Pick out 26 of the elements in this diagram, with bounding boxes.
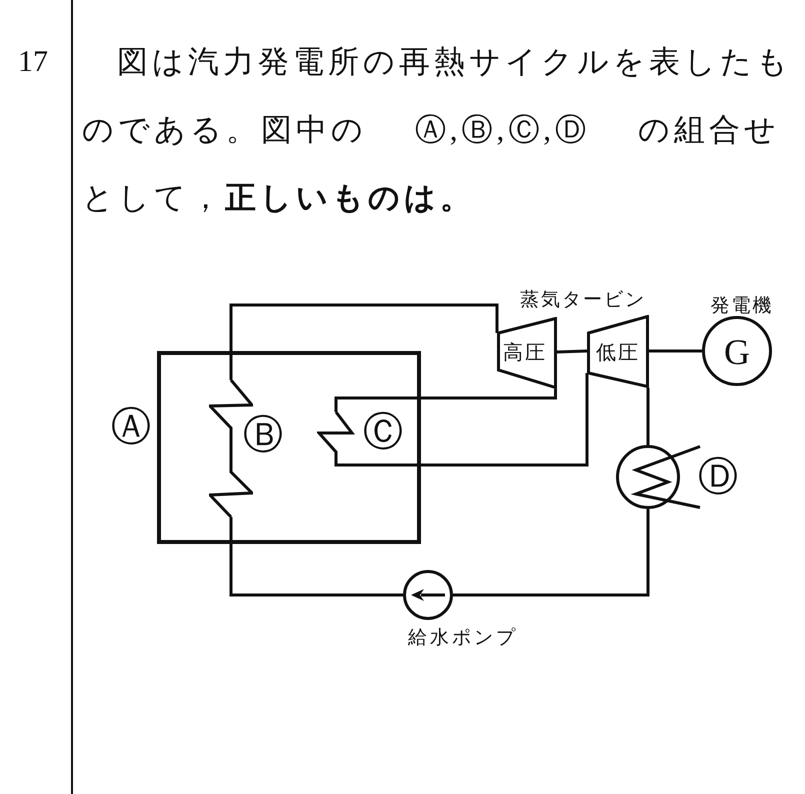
- pipe-line: [556, 350, 588, 354]
- stage-label: 低圧: [596, 343, 640, 363]
- callout-letter: Ⓑ: [243, 415, 283, 455]
- callout-letter: Ⓒ: [363, 412, 403, 452]
- pipe-line: [230, 517, 403, 596]
- stage-label: 高圧: [503, 343, 547, 363]
- pipe-line: [646, 388, 650, 445]
- question-number: 17: [18, 44, 48, 80]
- turbine-caption: 蒸気タービン: [520, 290, 646, 310]
- boiler-frame: [157, 351, 421, 544]
- pump-symbol: [403, 570, 453, 620]
- generator-circle: [702, 316, 772, 386]
- generator-letter: G: [724, 334, 750, 370]
- pump-caption: 給水ポンプ: [408, 628, 518, 648]
- callout-letter: Ⓓ: [698, 457, 738, 497]
- pipe-line: [230, 304, 498, 380]
- pipe-line: [649, 350, 702, 352]
- turbine-symbol: [497, 317, 557, 389]
- pipe-line: [453, 509, 650, 596]
- coil-symbol: [317, 412, 355, 454]
- pipe-line: [334, 373, 588, 466]
- turbine-symbol: [587, 315, 649, 388]
- callout-letter: Ⓐ: [111, 407, 151, 447]
- pipe-line: [334, 389, 557, 412]
- generator-caption: 発電機: [710, 296, 774, 316]
- question-text: 図は汽力発電所の再熱サイクルを表したものである。図中の Ⓐ,Ⓑ,Ⓒ,Ⓓ の組合せとして，正しいものは。: [82, 43, 793, 218]
